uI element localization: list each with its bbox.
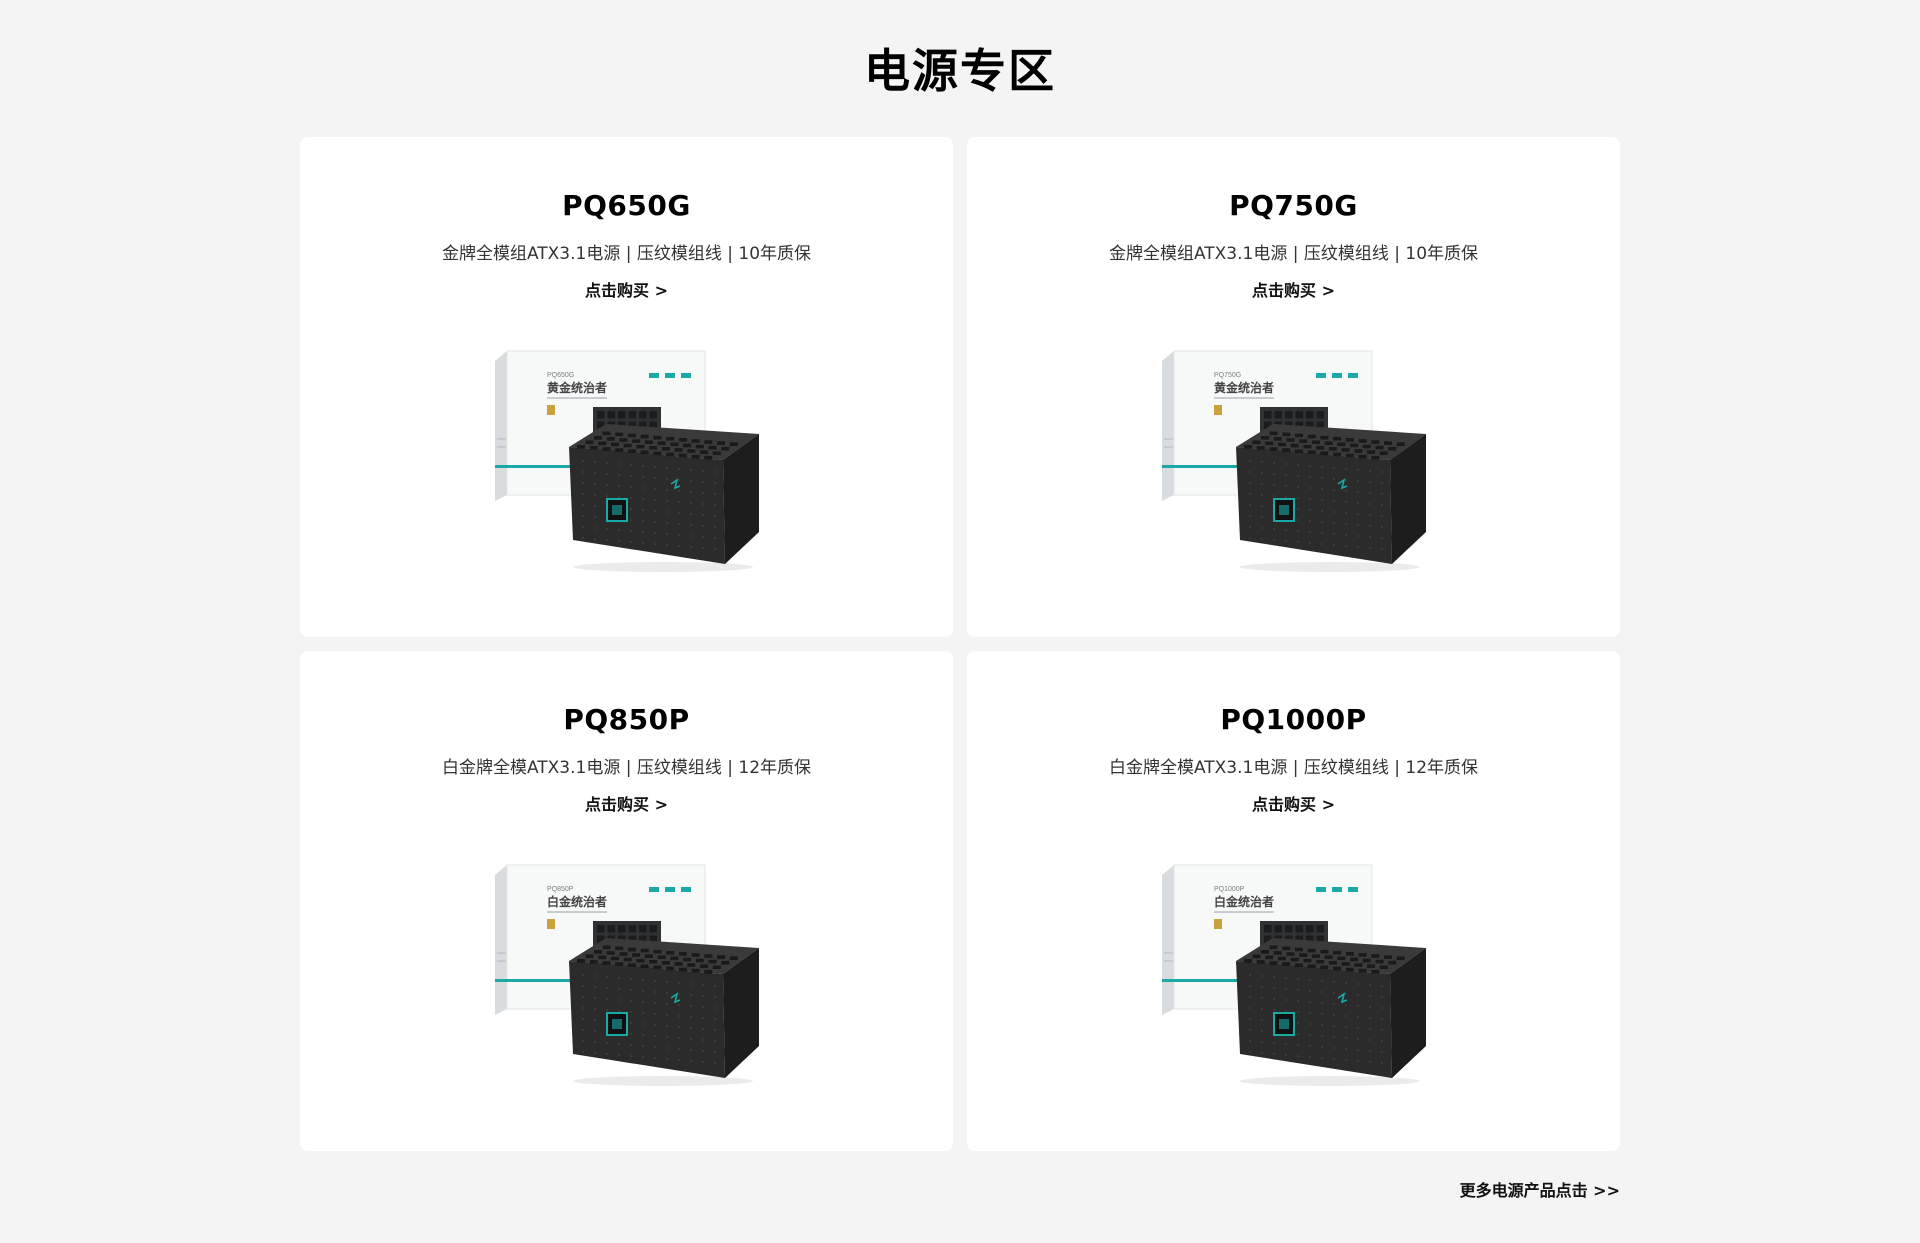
psu-unit [569,938,759,1086]
product-description: 白金牌全模ATX3.1电源 | 压纹模组线 | 12年质保 [1108,758,1479,778]
box-title-label: 白金统治者 [547,894,607,909]
product-card-pq1000p[interactable]: PQ1000P 白金牌全模ATX3.1电源 | 压纹模组线 | 12年质保 点击… [967,651,1620,1151]
box-title-label: 白金统治者 [1214,894,1274,909]
psu-unit [1236,938,1426,1086]
product-grid: PQ650G 金牌全模组ATX3.1电源 | 压纹模组线 | 10年质保 点击购… [300,137,1620,1151]
buy-link[interactable]: 点击购买 > [585,795,668,814]
buy-link[interactable]: 点击购买 > [1252,281,1335,300]
box-model-label: PQ1000P [1214,886,1245,893]
box-model-label: PQ750G [1214,372,1241,379]
product-card-pq750g[interactable]: PQ750G 金牌全模组ATX3.1电源 | 压纹模组线 | 10年质保 点击购… [967,137,1620,637]
product-card-pq850p[interactable]: PQ850P 白金牌全模ATX3.1电源 | 压纹模组线 | 12年质保 点击购… [300,651,953,1151]
product-name: PQ650G [562,189,691,222]
product-name: PQ750G [1229,189,1358,222]
more-products-link[interactable]: 更多电源产品点击 >> [1459,1181,1620,1200]
page-title: 电源专区 [864,44,1056,98]
product-description: 白金牌全模ATX3.1电源 | 压纹模组线 | 12年质保 [441,758,812,778]
buy-link[interactable]: 点击购买 > [1252,795,1335,814]
buy-link[interactable]: 点击购买 > [585,281,668,300]
box-model-label: PQ650G [547,372,574,379]
product-name: PQ850P [563,703,690,736]
product-description: 金牌全模组ATX3.1电源 | 压纹模组线 | 10年质保 [1108,244,1479,264]
box-model-label: PQ850P [547,886,574,893]
product-description: 金牌全模组ATX3.1电源 | 压纹模组线 | 10年质保 [441,244,812,264]
box-title-label: 黄金统治者 [547,380,607,395]
psu-unit [569,424,759,572]
psu-unit [1236,424,1426,572]
box-title-label: 黄金统治者 [1214,380,1274,395]
product-card-pq650g[interactable]: PQ650G 金牌全模组ATX3.1电源 | 压纹模组线 | 10年质保 点击购… [300,137,953,637]
product-name: PQ1000P [1220,703,1367,736]
